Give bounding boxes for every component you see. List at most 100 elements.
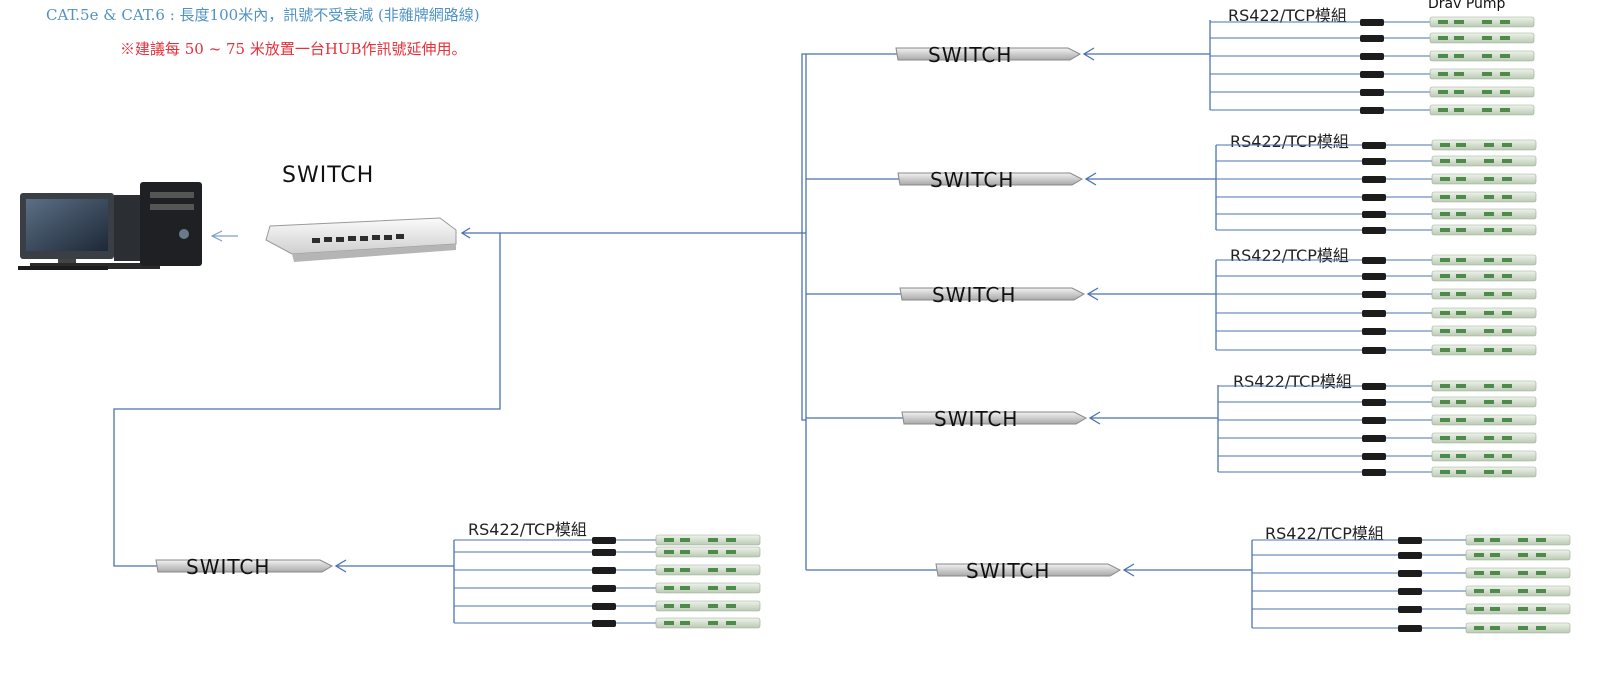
rs422-module-icon <box>1362 328 1386 335</box>
pump-device-component <box>1456 348 1466 352</box>
pump-device-component <box>1438 20 1448 24</box>
branch-switch-3: SWITCH <box>899 283 1086 307</box>
branch-switch-2: SWITCH <box>897 168 1084 192</box>
rs422-module-icon <box>1362 227 1386 234</box>
rs422-module-icon <box>1398 625 1422 632</box>
pump-device-component <box>1456 159 1466 163</box>
pump-device-component <box>680 538 690 542</box>
pump-device-component <box>1456 228 1466 232</box>
pump-device-component <box>680 586 690 590</box>
pump-device-component <box>1454 54 1464 58</box>
module-buses <box>453 16 1571 634</box>
pump-device-component <box>708 586 718 590</box>
pump-device-component <box>1456 195 1466 199</box>
pump-device-component <box>1454 36 1464 40</box>
pump-device-component <box>1440 418 1450 422</box>
pump-device-component <box>1536 538 1546 542</box>
pump-device-component <box>1440 258 1450 262</box>
pump-device-component <box>1502 470 1512 474</box>
pump-device-component <box>680 621 690 625</box>
branch-switch-6: SWITCH <box>155 555 334 579</box>
rs422-module-icon <box>1362 273 1386 280</box>
pump-device-component <box>726 621 736 625</box>
pump-device-component <box>1500 90 1510 94</box>
pump-device-component <box>1484 436 1494 440</box>
pump-device-component <box>1474 589 1484 593</box>
pump-device-component <box>1518 538 1528 542</box>
pump-device-component <box>1536 626 1546 630</box>
pump-device-component <box>1502 228 1512 232</box>
pump-device-component <box>1440 143 1450 147</box>
pump-device-component <box>1474 553 1484 557</box>
pump-device-component <box>1440 384 1450 388</box>
pump-device-component <box>1502 436 1512 440</box>
trunk-lines <box>113 53 938 571</box>
pump-device-component <box>1440 311 1450 315</box>
pump-device-component <box>664 538 674 542</box>
module-label-2: RS422/TCP模組 <box>1230 132 1349 151</box>
rs422-module-icon <box>1360 19 1384 26</box>
pump-device-component <box>1456 311 1466 315</box>
pump-device-component <box>1456 384 1466 388</box>
pump-device-component <box>1456 274 1466 278</box>
pump-device-component <box>1484 143 1494 147</box>
pump-device-component <box>1490 626 1500 630</box>
rs422-module-icon <box>1362 453 1386 460</box>
hub-advice-note: ※建議每 50 ~ 75 米放置一台HUB作訊號延伸用。 <box>120 40 467 58</box>
pump-device-component <box>1484 212 1494 216</box>
rs422-module-icon <box>592 537 616 544</box>
rs422-module-icon <box>1398 606 1422 613</box>
pump-device-component <box>1502 384 1512 388</box>
branch-switch-1-label: SWITCH <box>928 43 1012 67</box>
branch-switch-4: SWITCH <box>901 407 1088 431</box>
pump-device-component <box>708 604 718 608</box>
pump-device-component <box>1440 228 1450 232</box>
pump-device-component <box>1500 20 1510 24</box>
pump-device-component <box>1456 258 1466 262</box>
rs422-module-icon <box>1362 158 1386 165</box>
pump-device-component <box>1438 90 1448 94</box>
rs422-module-icon <box>1362 383 1386 390</box>
pump-device-component <box>1490 571 1500 575</box>
rs422-module-icon <box>592 603 616 610</box>
pump-device-component <box>664 604 674 608</box>
pump-device-component <box>1440 212 1450 216</box>
pump-device-component <box>1484 418 1494 422</box>
module-label-5: RS422/TCP模組 <box>1265 524 1384 543</box>
branch-switch-1: SWITCH <box>895 43 1082 67</box>
pump-device-component <box>1482 36 1492 40</box>
pump-device-component <box>680 568 690 572</box>
pump-device-component <box>1456 177 1466 181</box>
pump-device-component <box>708 538 718 542</box>
branch-switch-2-label: SWITCH <box>930 168 1014 192</box>
pump-device-component <box>1500 36 1510 40</box>
pump-device-component <box>1440 348 1450 352</box>
switch-arrows <box>334 47 1252 577</box>
rs422-module-icon <box>1362 469 1386 476</box>
pump-device-component <box>1502 177 1512 181</box>
pump-device-component <box>1502 212 1512 216</box>
cable-spec-note: CAT.5e & CAT.6 : 長度100米內，訊號不受衰減 (非雜牌網路線) <box>46 6 480 24</box>
branch-switch-4-label: SWITCH <box>934 407 1018 431</box>
pump-device-component <box>1456 212 1466 216</box>
pump-device-component <box>1536 571 1546 575</box>
pump-device-component <box>1502 418 1512 422</box>
pump-device-component <box>1500 72 1510 76</box>
pump-device-component <box>1502 159 1512 163</box>
rs422-module-icon <box>1360 53 1384 60</box>
pump-device-component <box>1456 470 1466 474</box>
pump-device-component <box>1518 571 1528 575</box>
pump-device-component <box>726 568 736 572</box>
rs422-module-icon <box>1362 435 1386 442</box>
pump-device-component <box>1440 400 1450 404</box>
pump-device-component <box>708 621 718 625</box>
rs422-module-icon <box>1362 310 1386 317</box>
pump-device-component <box>1490 538 1500 542</box>
module-label-1: RS422/TCP模組 <box>1228 6 1347 25</box>
pump-device-component <box>1456 143 1466 147</box>
pump-device-component <box>1454 72 1464 76</box>
pump-device-component <box>1438 54 1448 58</box>
pump-label: Drav Pump <box>1428 0 1506 12</box>
pump-device-component <box>726 586 736 590</box>
pump-device-component <box>1440 274 1450 278</box>
